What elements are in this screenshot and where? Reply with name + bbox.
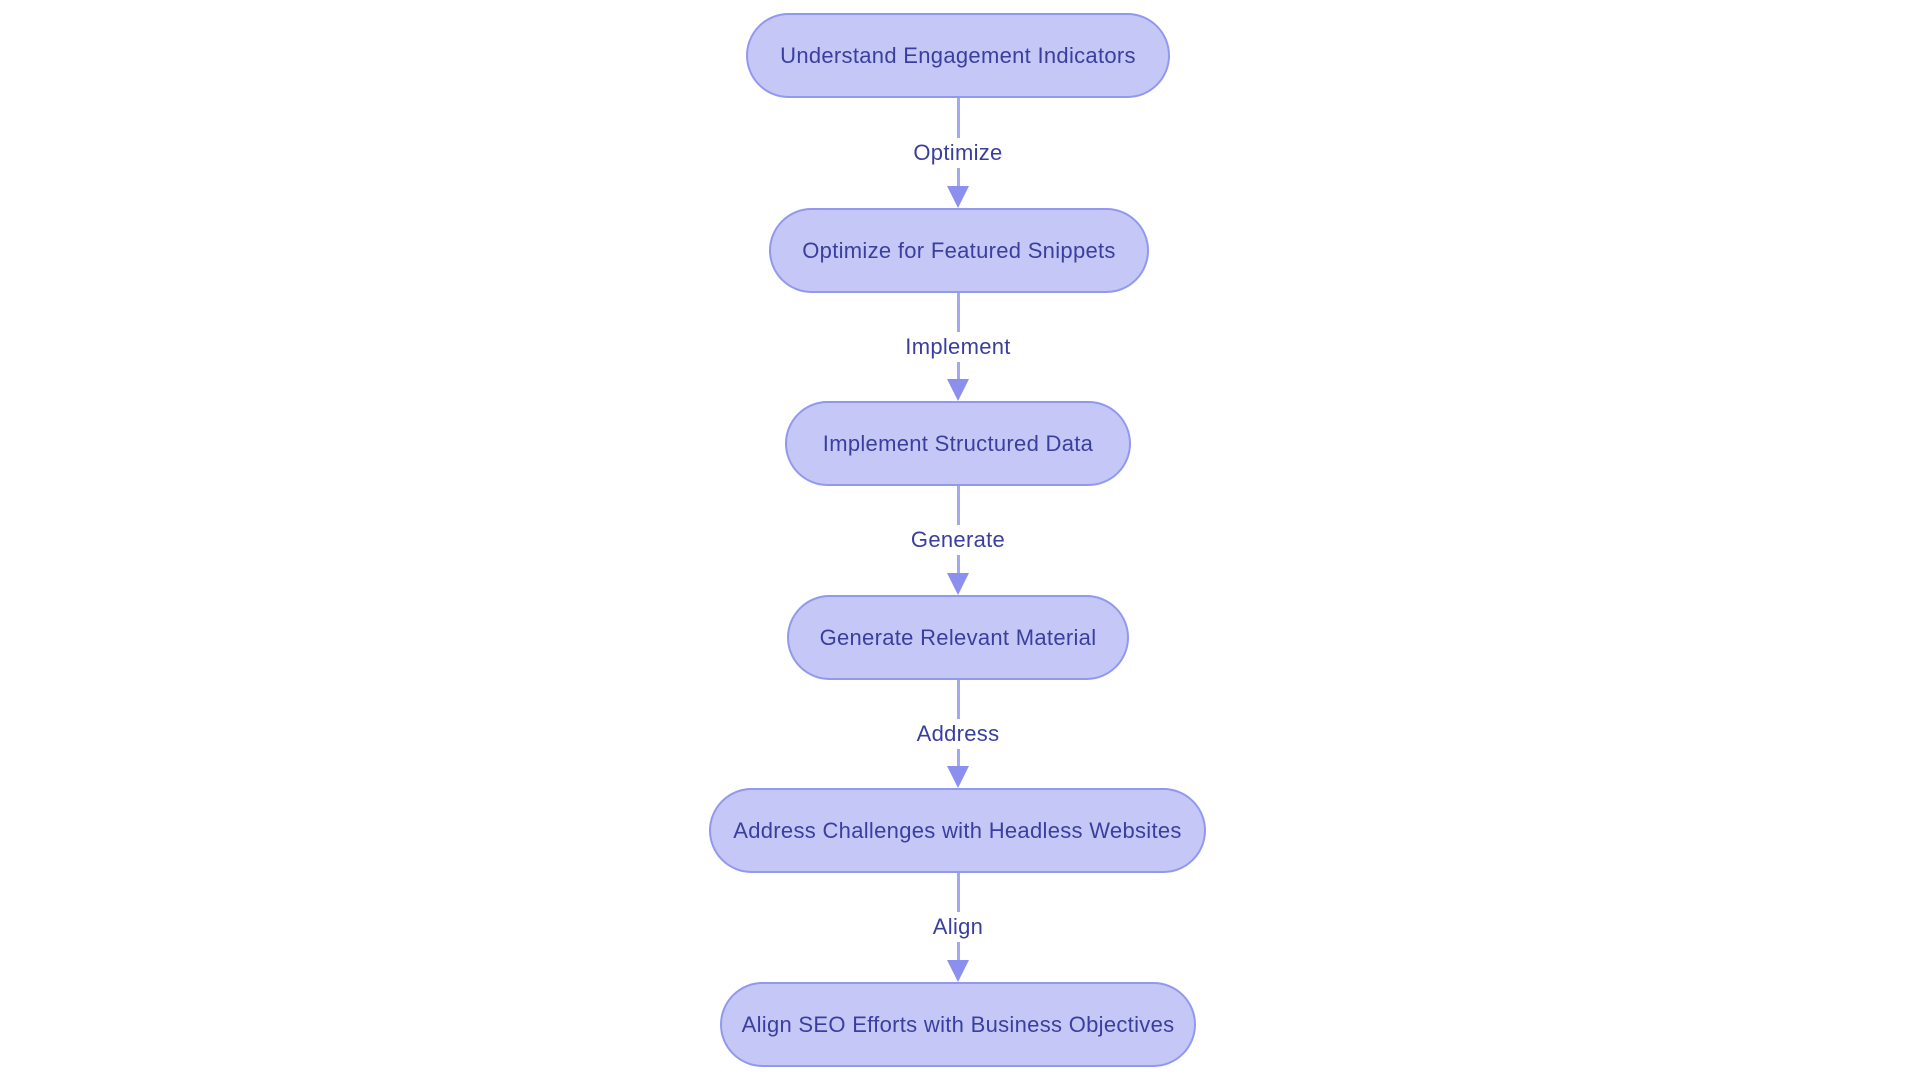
node-label: Understand Engagement Indicators xyxy=(780,42,1136,68)
edge-label: Generate xyxy=(900,525,1016,555)
edge-label: Optimize xyxy=(903,138,1013,168)
arrowhead-down-icon xyxy=(947,186,969,208)
flow-node-align-seo-efforts-business-objectives: Align SEO Efforts with Business Objectiv… xyxy=(720,982,1196,1067)
edge-label: Implement xyxy=(895,332,1021,362)
flow-node-implement-structured-data: Implement Structured Data xyxy=(785,401,1131,486)
flow-node-optimize-for-featured-snippets: Optimize for Featured Snippets xyxy=(769,208,1149,293)
flow-node-understand-engagement-indicators: Understand Engagement Indicators xyxy=(746,13,1170,98)
arrowhead-down-icon xyxy=(947,766,969,788)
edge-label: Align xyxy=(922,912,994,942)
arrowhead-down-icon xyxy=(947,379,969,401)
arrowhead-down-icon xyxy=(947,573,969,595)
node-label: Generate Relevant Material xyxy=(819,624,1097,650)
node-label: Optimize for Featured Snippets xyxy=(802,237,1116,263)
node-label: Address Challenges with Headless Website… xyxy=(733,817,1182,843)
node-label: Implement Structured Data xyxy=(822,430,1094,456)
edge-label: Address xyxy=(906,719,1010,749)
arrowhead-down-icon xyxy=(947,960,969,982)
node-label: Align SEO Efforts with Business Objectiv… xyxy=(741,1011,1175,1037)
flow-node-generate-relevant-material: Generate Relevant Material xyxy=(787,595,1129,680)
flow-node-address-challenges-headless-websites: Address Challenges with Headless Website… xyxy=(709,788,1206,873)
